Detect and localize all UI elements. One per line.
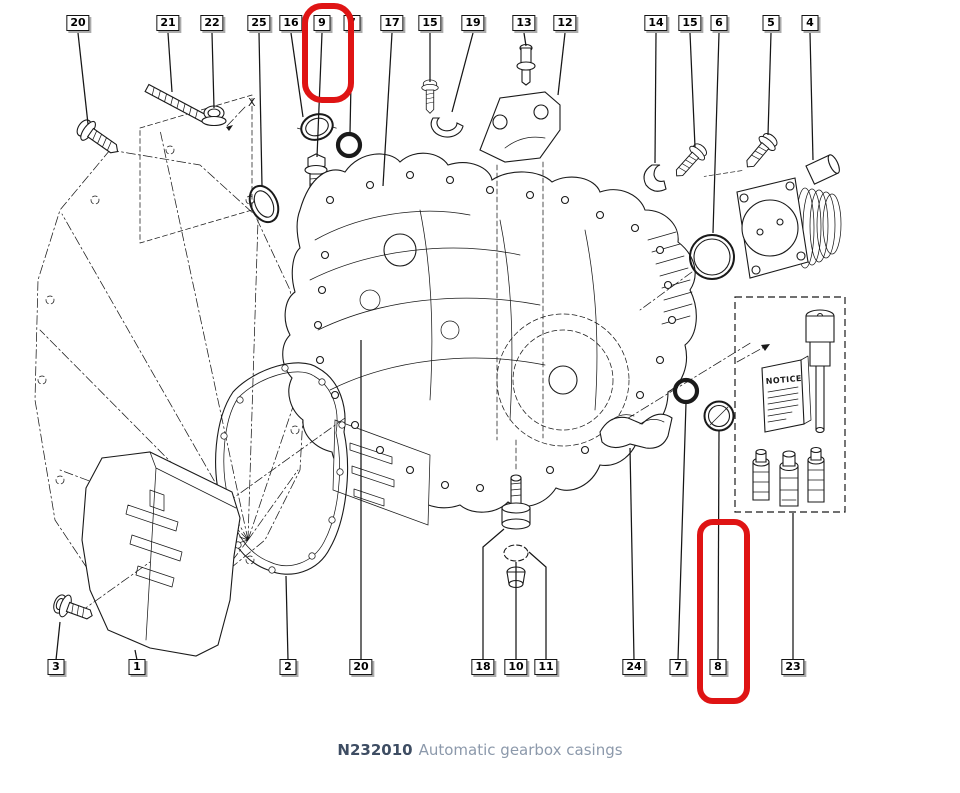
- kit-tool: [805, 309, 835, 434]
- seal-8-part: [703, 400, 735, 432]
- callout-top-17[interactable]: 17: [380, 15, 404, 31]
- callout-top-19[interactable]: 19: [461, 15, 485, 31]
- callout-bottom-23[interactable]: 23: [781, 659, 805, 675]
- callout-bottom-10[interactable]: 10: [504, 659, 528, 675]
- figure-caption: N232010 Automatic gearbox casings: [0, 741, 960, 759]
- stud-13-part: [516, 43, 536, 86]
- leader-line-22: [211, 32, 215, 109]
- callout-top-5[interactable]: 5: [762, 15, 780, 31]
- x-marker-label: X: [248, 96, 256, 109]
- bolt-15-top-part: [421, 79, 439, 114]
- oil-cooler-4-part: [736, 154, 842, 279]
- leader-line-2: [285, 575, 289, 661]
- seal-25-part: [248, 184, 280, 224]
- notice-label: NOTICE: [765, 374, 802, 386]
- repair-kit-23: NOTICE: [734, 296, 846, 513]
- leader-line-18: [482, 528, 505, 660]
- callout-top-15[interactable]: 15: [678, 15, 702, 31]
- callout-bottom-24[interactable]: 24: [622, 659, 646, 675]
- leader-line-25: [258, 32, 263, 187]
- bracket-12-part: [479, 91, 561, 163]
- callout-bottom-11[interactable]: 11: [534, 659, 558, 675]
- stud-21-part: [144, 83, 211, 124]
- callout-bottom-3[interactable]: 3: [47, 659, 65, 675]
- callout-top-12[interactable]: 12: [553, 15, 577, 31]
- kit-connectors: [752, 446, 825, 507]
- x-direction-marker: X: [225, 96, 256, 131]
- leader-line-6: [712, 32, 720, 234]
- oil-pan-1-part: [79, 451, 241, 657]
- callout-top-4[interactable]: 4: [801, 15, 819, 31]
- callout-bottom-8[interactable]: 8: [709, 659, 727, 675]
- bolt-20-part: [76, 119, 119, 154]
- clamp-19-part: [430, 117, 464, 138]
- seal-16-part: [297, 113, 337, 141]
- leader-line-21: [167, 32, 173, 93]
- leader-line-4: [809, 32, 814, 161]
- leader-line-16: [290, 32, 304, 118]
- gearbox-casing: [282, 152, 697, 526]
- leader-line-20: [77, 32, 89, 125]
- leader-line-3: [55, 621, 61, 661]
- callout-top-7[interactable]: 7: [343, 15, 361, 31]
- leader-line-13: [523, 32, 527, 47]
- bolt-15-right-part: [675, 143, 707, 177]
- o-ring-6-part: [639, 234, 735, 311]
- o-ring-7-top-part: [335, 131, 363, 159]
- leader-line-7: [677, 402, 687, 661]
- assembly-axis-right: [611, 341, 753, 429]
- leader-line-5: [767, 32, 772, 136]
- pipe-clamp-24-part: [599, 413, 673, 449]
- o-ring-7-right-part: [672, 377, 700, 405]
- nut-22-part: [201, 105, 227, 127]
- figure-title: Automatic gearbox casings: [418, 741, 623, 759]
- leader-line-8: [717, 430, 720, 661]
- leader-line-17: [382, 32, 393, 187]
- callout-top-15[interactable]: 15: [418, 15, 442, 31]
- leader-line-7: [349, 32, 353, 134]
- clip-14-part: [643, 164, 667, 192]
- leader-line-11: [528, 551, 547, 660]
- callout-top-22[interactable]: 22: [200, 15, 224, 31]
- callout-top-9[interactable]: 9: [313, 15, 331, 31]
- callout-top-25[interactable]: 25: [247, 15, 271, 31]
- drain-bolt-3-part: [53, 594, 93, 620]
- callout-top-21[interactable]: 21: [156, 15, 180, 31]
- notice-booklet: NOTICE: [761, 355, 812, 433]
- leader-line-9: [316, 32, 323, 158]
- callout-top-6[interactable]: 6: [710, 15, 728, 31]
- callout-bottom-2[interactable]: 2: [279, 659, 297, 675]
- leader-line-24: [629, 447, 635, 661]
- callout-bottom-1[interactable]: 1: [128, 659, 146, 675]
- callout-top-16[interactable]: 16: [279, 15, 303, 31]
- callout-bottom-7[interactable]: 7: [669, 659, 687, 675]
- callout-top-14[interactable]: 14: [644, 15, 668, 31]
- callout-top-13[interactable]: 13: [512, 15, 536, 31]
- leader-line-12: [557, 32, 566, 96]
- callout-bottom-18[interactable]: 18: [471, 659, 495, 675]
- bolt-5-part: [703, 133, 778, 177]
- leader-line-14: [654, 32, 657, 164]
- leader-lines: [55, 32, 814, 661]
- leader-line-19: [451, 32, 474, 113]
- figure-code: N232010: [337, 741, 413, 759]
- leader-line-15: [689, 32, 696, 148]
- leader-line-1: [134, 649, 138, 661]
- callout-bottom-20[interactable]: 20: [349, 659, 373, 675]
- callout-top-20[interactable]: 20: [66, 15, 90, 31]
